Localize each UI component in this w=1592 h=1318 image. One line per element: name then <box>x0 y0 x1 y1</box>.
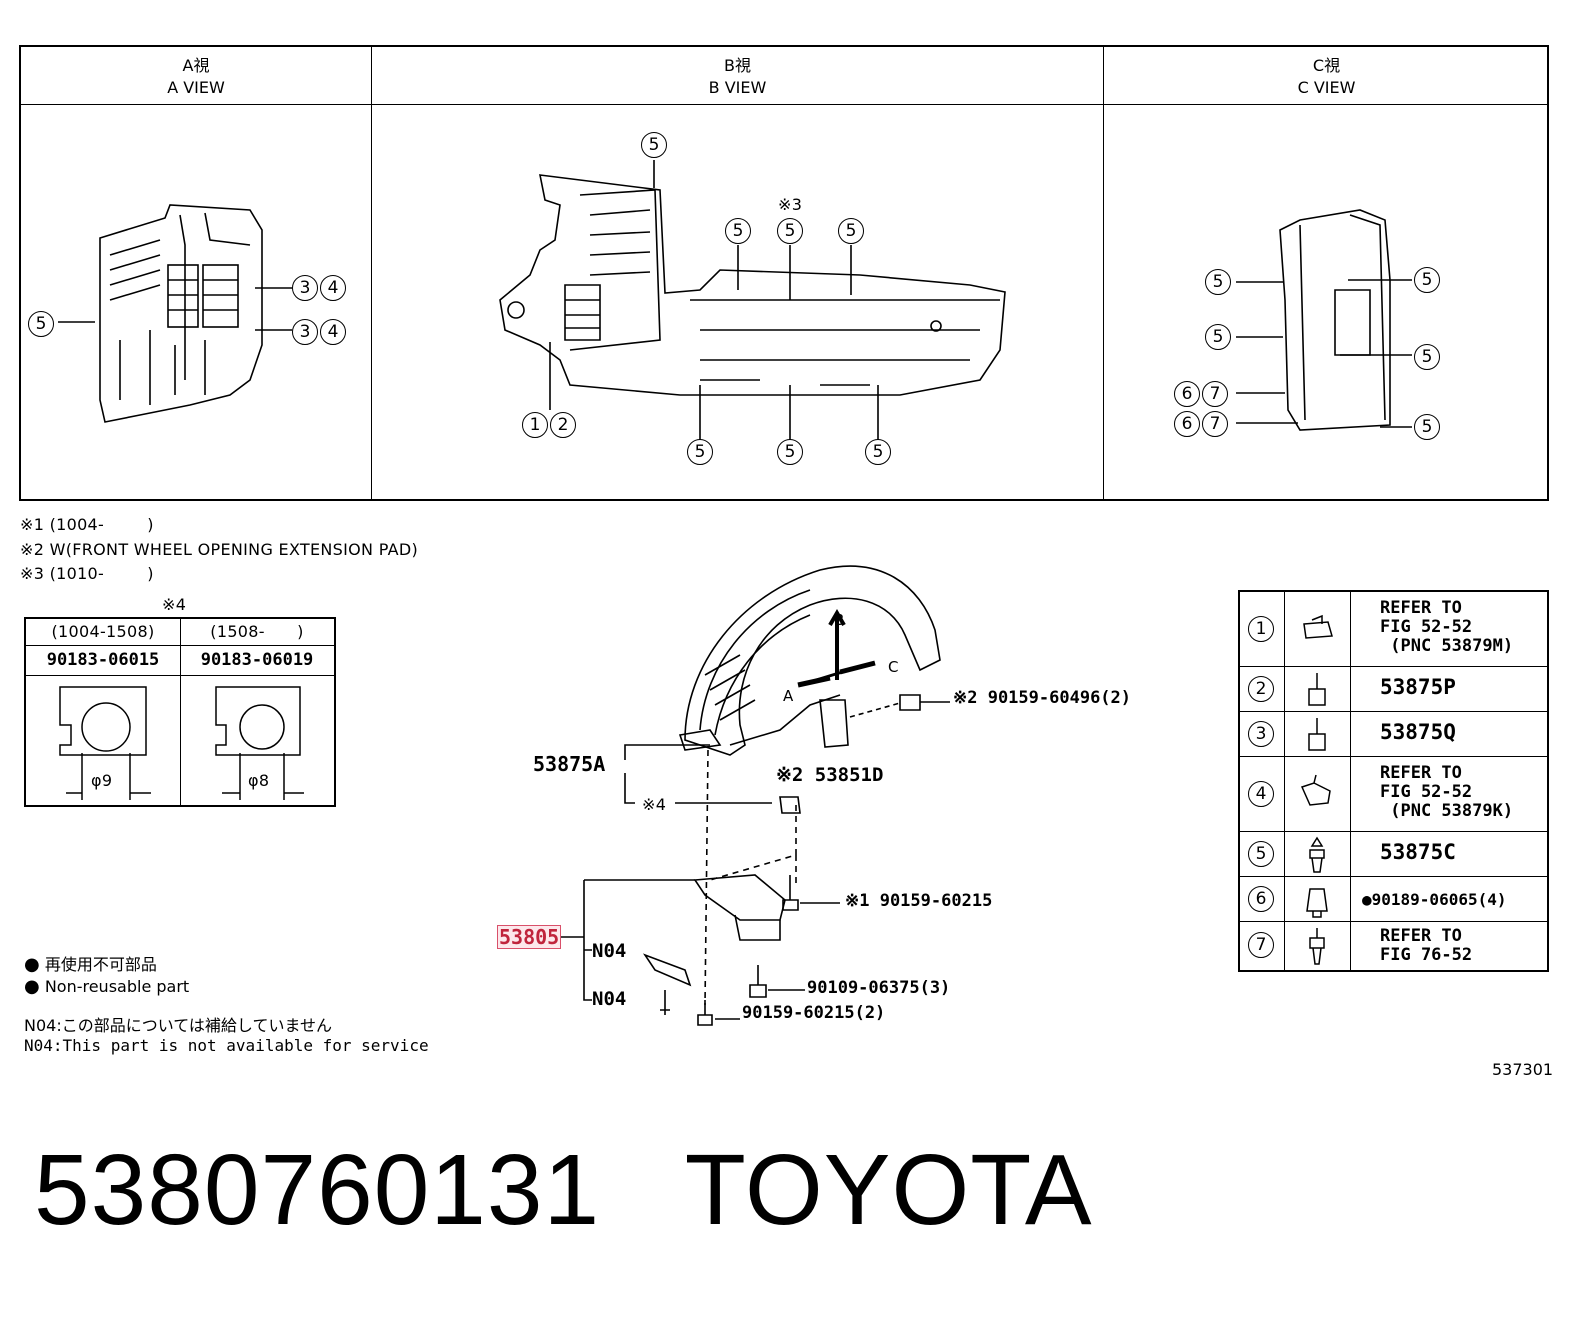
legend-row-4: 4 REFER TO FIG 52-52 (PNC 53879K) <box>1240 757 1547 832</box>
legend-text-5: 53875C <box>1380 840 1456 864</box>
views-table: A視 A VIEW B視 B VIEW C視 C VIEW <box>19 45 1549 501</box>
view-c-header: C視 C VIEW <box>1104 47 1549 105</box>
figure-number: 537301 <box>1492 1060 1554 1079</box>
view-c-title-en: C VIEW <box>1297 78 1356 97</box>
part-53851D-label: ※2 53851D <box>776 764 884 786</box>
spec-part-1: 90183-06015 <box>46 650 160 670</box>
view-b-callout-top-2: 5 <box>725 218 751 244</box>
note-n04-en: N04:This part is not available for servi… <box>24 1036 429 1055</box>
view-b-callout-bottom-2: 5 <box>777 439 803 465</box>
view-c-callout-left-1: 5 <box>1205 269 1231 295</box>
clip-icon <box>1309 928 1325 965</box>
legend-text-6: ●90189-06065(4) <box>1362 890 1507 909</box>
wheel-liner-shape <box>684 565 941 756</box>
note-nonreusable-jp: ● 再使用不可部品 <box>24 954 157 975</box>
legend-row-5: 5 53875C <box>1240 832 1547 877</box>
view-c-title-jp: C視 <box>1312 56 1341 75</box>
part-title: 5380760131 TOYOTA <box>34 1134 1093 1246</box>
footnote-3: ※3 (1010- ) <box>20 564 154 583</box>
legend-text-4: REFER TO FIG 52-52 (PNC 53879K) <box>1380 763 1514 821</box>
main-exploded-diagram <box>550 565 950 1026</box>
view-b-callout-top-3: 5 <box>777 218 803 244</box>
legend-text-7: REFER TO FIG 76-52 <box>1380 926 1473 965</box>
arrow-a-icon <box>797 675 831 688</box>
view-c-callout-left-2: 5 <box>1205 324 1231 350</box>
note-n04-jp: N04:この部品については補給していません <box>24 1016 332 1035</box>
part-53805-highlight[interactable]: 53805 <box>497 925 562 949</box>
extension-pad-shape <box>819 699 849 748</box>
view-b-title-en: B VIEW <box>708 78 767 97</box>
legend-text-1: REFER TO FIG 52-52 (PNC 53879M) <box>1380 598 1514 656</box>
view-c-callout-right-1: 5 <box>1414 267 1440 293</box>
legend-row-1: 1 REFER TO FIG 52-52 (PNC 53879M) <box>1240 592 1547 667</box>
view-b-callout-bottom-1: 5 <box>687 439 713 465</box>
n04-a-label: N04 <box>592 940 627 962</box>
arrow-c-label: C <box>888 658 899 676</box>
legend-text-3: 53875Q <box>1380 720 1456 744</box>
spec-period-1: (1004-1508) <box>51 622 155 641</box>
spec-hole-drawings <box>59 686 304 800</box>
legend-text-2: 53875P <box>1380 675 1456 699</box>
note-nonreusable-en: ● Non-reusable part <box>24 976 190 997</box>
spec-dia-2: φ8 <box>248 771 270 790</box>
screw-grommet-icon <box>1308 718 1326 751</box>
spec-dia-1: φ9 <box>91 771 113 790</box>
nut-icon <box>1306 888 1328 918</box>
part-53875A-label: 53875A <box>533 752 606 776</box>
legend-table: 1 REFER TO FIG 52-52 (PNC 53879M) 2 5387… <box>1238 590 1549 972</box>
legend-row-3: 3 53875Q <box>1240 712 1547 757</box>
part-60215-1-label: ※1 90159-60215 <box>845 891 993 911</box>
view-b-callout-top-1: 5 <box>641 132 667 158</box>
view-b-panel: B視 B VIEW <box>372 47 1104 499</box>
view-a-header: A視 A VIEW <box>21 47 371 105</box>
view-c-liner-drawing <box>1236 209 1412 431</box>
view-a-liner-drawing <box>58 204 292 423</box>
spec-table-note: ※4 <box>162 595 187 614</box>
part-06375-label: 90109-06375(3) <box>807 978 951 998</box>
arrow-b-icon <box>828 609 846 680</box>
view-a-title-jp: A視 <box>182 56 210 75</box>
n04-b-label: N04 <box>592 988 627 1010</box>
bracket-shape <box>693 874 786 921</box>
view-a-panel: A視 A VIEW <box>21 47 372 499</box>
view-b-title-jp: B視 <box>724 56 751 75</box>
view-b-note3: ※3 <box>778 195 803 214</box>
view-c-panel: C視 C VIEW <box>1104 47 1549 499</box>
view-c-callout-right-3: 5 <box>1414 414 1440 440</box>
screw-grommet-icon <box>1308 673 1326 706</box>
arrow-c-icon <box>839 660 876 675</box>
view-b-liner-drawing <box>499 160 1006 440</box>
spec-part-2: 90183-06019 <box>200 650 314 670</box>
view-b-callout-top-4: 5 <box>838 218 864 244</box>
view-c-callout-right-2: 5 <box>1414 344 1440 370</box>
legend-row-7: 7 REFER TO FIG 76-52 <box>1240 922 1547 970</box>
arrow-b-label: B <box>834 611 845 629</box>
clip-nut-icon <box>1303 614 1333 639</box>
push-clip-icon <box>1309 836 1325 873</box>
view-b-header: B視 B VIEW <box>372 47 1103 105</box>
footnote-1: ※1 (1004- ) <box>20 515 154 534</box>
view-drawings <box>58 160 1412 440</box>
view-a-callout-left: 5 <box>28 311 54 337</box>
part-60496-label: ※2 90159-60496(2) <box>953 688 1132 708</box>
winged-nut-icon <box>1300 774 1331 806</box>
spec-table: (1004-1508) (1508- ) 90183-06015 90183-0… <box>24 617 336 807</box>
part-60215-2-label: 90159-60215(2) <box>742 1003 886 1023</box>
part-note4-label: ※4 <box>642 795 667 814</box>
legend-row-6: 6 ●90189-06065(4) <box>1240 877 1547 922</box>
arrow-a-label: A <box>783 687 794 705</box>
view-a-title-en: A VIEW <box>167 78 225 97</box>
view-b-callout-bottom-3: 5 <box>865 439 891 465</box>
legend-row-2: 2 53875P <box>1240 667 1547 712</box>
footnote-2: ※2 W(FRONT WHEEL OPENING EXTENSION PAD) <box>20 540 419 559</box>
spec-period-2: (1508- ) <box>210 622 304 641</box>
